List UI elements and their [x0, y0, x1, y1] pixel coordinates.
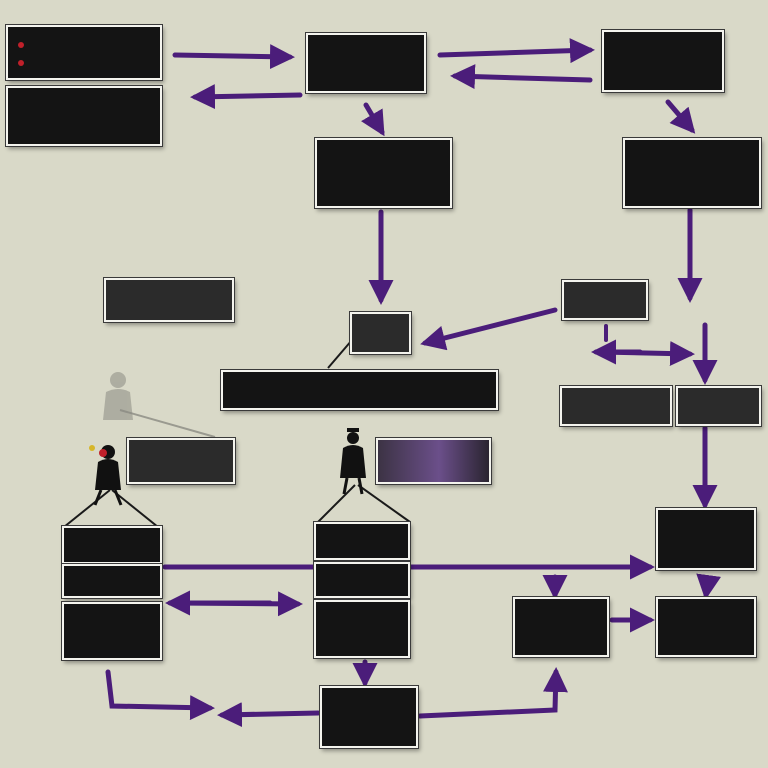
diagram-node: [314, 600, 410, 658]
diagram-node: [562, 280, 648, 320]
diagram-node: [127, 438, 235, 484]
diagram-node: [623, 138, 761, 208]
arrow-to-small-node: [420, 307, 558, 351]
diagram-node: [314, 562, 410, 598]
connector-line-ghost-figure: [119, 409, 216, 438]
diagram-node: [6, 86, 162, 146]
arrow-right-down: [665, 99, 696, 134]
arrow-bottom-center-to-right: [417, 667, 568, 719]
connector-line-left-figure-right: [111, 489, 159, 528]
arrow-left-loop: [105, 669, 215, 721]
accent-dot: [18, 60, 24, 66]
connector-line-small-node: [327, 339, 353, 369]
diagram-node: [676, 386, 761, 426]
person-figure-icon: [340, 428, 366, 495]
accent-dot: [89, 445, 95, 451]
diagram-node: [656, 597, 756, 657]
accent-dot: [18, 42, 24, 48]
diagram-node: [656, 508, 756, 570]
diagram-node: [320, 686, 418, 748]
arrow-center-back-left: [190, 84, 303, 110]
arrow-bottom-center-to-left: [217, 702, 321, 728]
diagram-node: [306, 33, 426, 93]
arrow-center-to-right: [437, 38, 595, 64]
diagram-node: [376, 438, 491, 484]
connector-line-center-figure-left: [317, 484, 356, 523]
diagram-node: [315, 138, 452, 208]
diagram-node: [221, 370, 498, 410]
connector-line-center-figure-right: [357, 484, 411, 523]
diagram-node: [62, 602, 162, 660]
arrow-right-back-center: [450, 64, 593, 90]
person-figure-icon: [93, 445, 123, 506]
person-figure-icon: [103, 372, 133, 420]
arrow-down-to-bottom-right: [696, 573, 722, 600]
diagram-node: [314, 522, 410, 560]
diagram-node: [350, 312, 411, 354]
accent-dot: [99, 449, 107, 457]
diagram-node: [62, 526, 162, 564]
diagram-node: [62, 564, 162, 598]
diagram-node: [104, 278, 234, 322]
connector-line-left-figure-left: [63, 489, 111, 528]
diagram-node: [6, 25, 162, 80]
diagram-node: [602, 30, 724, 92]
arrow-center-down: [361, 102, 385, 137]
diagram-node: [560, 386, 672, 426]
diagram-node: [513, 597, 609, 657]
arrow-top-left-to-center: [172, 44, 295, 70]
